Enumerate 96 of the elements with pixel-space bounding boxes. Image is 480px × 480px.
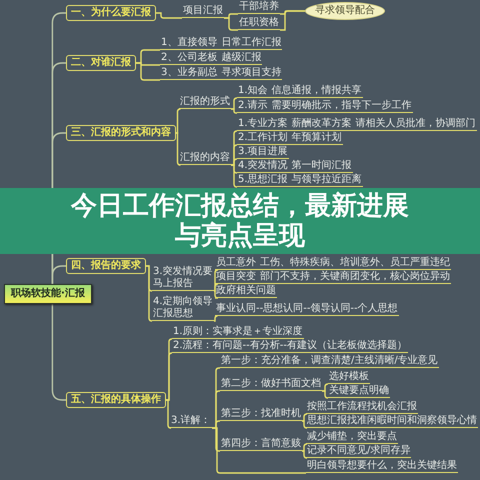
topic-line-item [237,160,353,173]
topic-text: 2.流程：有问题--有分析--有建议（让老板做选择题） [173,340,407,352]
topic-text: 年预算计划 [292,132,342,144]
branch-line [212,427,306,474]
topic-box [66,258,146,274]
topic-text: 选好模板 [329,371,369,383]
topic-text: 第三步：找准时机 [221,408,301,420]
topic-text: 职场软技能·汇报 [11,288,85,300]
topic-text: 2.工作计划 [238,132,288,144]
topic-line-item [160,37,282,50]
topic-text: 关键要点明确 [329,385,389,397]
topic-text: 4.定期向领导汇报思想 [153,296,213,320]
title: 今日工作汇报总结，最新进展与亮点呈现 [70,191,410,251]
topic-text: 工伤、特殊疾病、培训意外、员工严重违纪 [260,257,450,269]
topic-text: 政府相关问题 [216,285,276,297]
topic-text: 信息通报，情报共享 [272,85,362,97]
branch-line [231,97,238,110]
topic-line-item [215,271,451,284]
topic-text: 第二步：做好书面文档 [221,378,321,390]
topic-line-item [215,257,451,270]
branch-line [302,413,308,422]
topic-text: 部门不支持，关键商团变化，核心岗位异动 [260,271,450,283]
topic-text: 汇报的内容 [180,152,230,164]
branch-line [280,10,305,31]
topic-text: 汇报的形式 [180,96,230,108]
topic-text: 1.知会 [238,85,268,97]
topic-text: 5.思想汇报 [238,174,288,186]
branch-line [166,399,172,429]
topic-text: 三、汇报的形式和内容 [71,127,171,139]
topic-text: 3.项目进展 [238,146,288,158]
branch-line [214,290,219,299]
topic-line-item [237,100,413,113]
branch-line [156,12,182,19]
branch-line [302,443,308,452]
topic-text: 思想汇报找准闲暇时间和洞察领导心情 [307,415,477,427]
topic-line-item [237,118,477,131]
topic-line-item [160,52,262,65]
topic-text: 4.突发情况 [238,160,288,172]
topic-text: 二、对谁汇报 [71,57,131,69]
branch-line [136,62,160,81]
topic-line-item [237,174,363,187]
root-topic-box [4,284,92,304]
topic-box [66,5,156,21]
topic-text: 需要明确批示，指导下一步工作 [272,100,412,112]
topic-text: 第一时间汇报 [292,160,352,172]
topic-box [66,125,176,141]
topic-text: 项目突变 [216,271,256,283]
branch-line [176,132,182,166]
branch-line [231,158,238,166]
topic-text: 第一步：充分准备，调查清楚/主线清晰/专业意见 [221,355,438,367]
topic-text: 寻求领导配合 [315,5,375,17]
branch-line [146,265,153,322]
branch-line [322,383,329,392]
topic-text: 项目汇报 [183,5,223,17]
branch-line [166,352,173,401]
topic-box [66,392,166,408]
topic-text: 干部培养 [239,1,279,13]
topic-text: 日常工作汇报 [221,37,282,49]
topic-line-item [237,132,343,145]
topic-box [66,55,136,71]
topic-text: 2.请示 [238,100,268,112]
topic-text: 一、为什么要汇报 [71,7,151,19]
branch-line [52,265,66,284]
topic-text: 四、报告的要求 [71,260,141,272]
topic-text: 3.详解： [171,415,211,427]
topic-text: 1、直接领导 [161,37,218,49]
topic-line-item [237,85,363,98]
topic-text: 五、汇报的具体操作 [71,394,161,406]
branch-line [231,164,238,188]
branch-line [214,315,218,322]
topic-text: 2、公司老板 [161,52,218,64]
topic-text: 越级汇报 [221,52,262,64]
topic-text: 按照工作流程找机会汇报 [307,401,417,413]
topic-text: 事业认同--思想认同--领导认同--个人思想 [216,303,398,315]
topic-text: 明白领导想要什么，突出关键结果 [307,460,457,472]
branch-line [302,450,308,459]
topic-text: 1.原则：实事求是＋专业深度 [173,326,303,338]
topic-text: 减少铺垫，突出要点 [307,431,397,443]
topic-text: 请相关人员批准，协调部门 [356,118,476,130]
topic-text: 寻求项目支持 [221,67,282,79]
branch-line [231,108,237,114]
topic-text: 员工意外 [216,257,256,269]
branch-line [224,17,238,31]
topic-text: 3、业务副总 [161,67,218,79]
topic-text: 第四步：言简意赅 [221,438,301,450]
topic-line-item [160,67,282,80]
branch-line [302,420,308,429]
topic-text: 薪酬改革方案 [292,118,352,130]
topic-text: 3.突发情况要马上报告 [153,266,213,290]
branch-line [214,283,219,292]
branch-line [322,390,329,399]
topic-text: 任职资格 [239,17,279,29]
topic-text: 记录不同意见/求同存异 [307,445,410,457]
topic-text: 1.专业方案 [238,118,288,130]
topic-text: 与领导拉近距离 [292,174,362,186]
branch-line [176,108,182,134]
